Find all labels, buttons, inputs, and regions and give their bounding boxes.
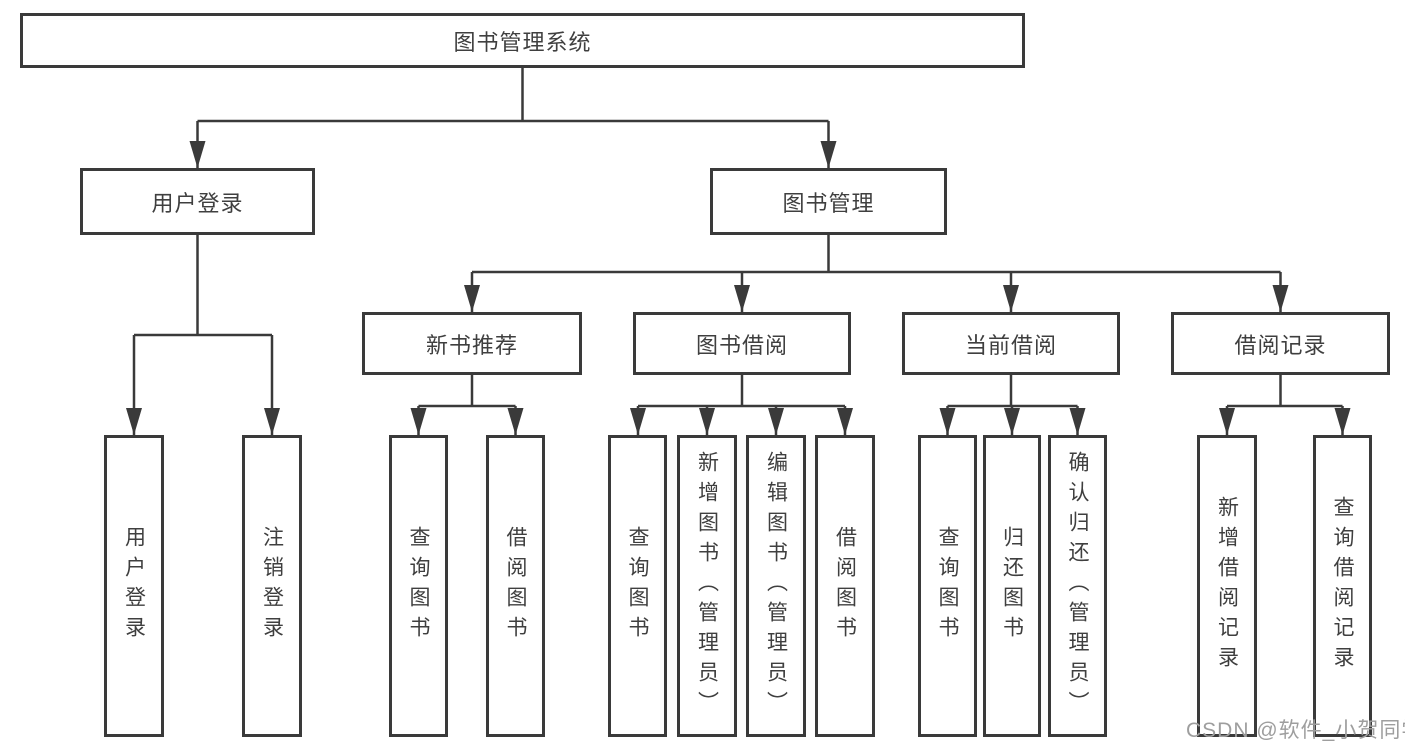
arrowhead-icon [264,408,280,435]
arrowhead-icon [126,408,142,435]
arrowhead-icon [939,408,956,435]
arrowhead-icon [768,408,784,435]
leaf-borrow-query-books-label: 查询图书 [626,526,649,646]
leaf-query-borrow-record-label: 查询借阅记录 [1331,496,1354,676]
arrowhead-icon [189,141,206,168]
leaf-recommend-query-books-label: 查询图书 [407,526,430,646]
node-current-borrow-label: 当前借阅 [964,332,1057,358]
arrowhead-icon [507,408,524,435]
leaf-add-borrow-record: 新增借阅记录 [1197,435,1257,737]
leaf-edit-books-admin-label: 编辑图书（管理员） [764,451,788,721]
leaf-borrow-query-books: 查询图书 [608,435,667,737]
leaf-confirm-return-admin: 确认归还（管理员） [1048,435,1107,737]
connector-lines [132,68,1344,435]
arrowhead-icon [1004,408,1020,435]
leaf-add-books-admin-label: 新增图书（管理员） [695,451,719,721]
leaf-query-borrow-record: 查询借阅记录 [1313,435,1372,737]
arrowheads [126,141,1351,435]
leaf-borrow-books-label: 借阅图书 [833,526,857,646]
leaf-current-query-books: 查询图书 [918,435,977,737]
node-new-book-recommend-label: 新书推荐 [425,332,518,358]
leaf-borrow-books: 借阅图书 [815,435,875,737]
node-new-book-recommend: 新书推荐 [362,312,582,375]
leaf-recommend-query-books: 查询图书 [389,435,448,737]
node-user-login: 用户登录 [80,168,315,235]
arrowhead-icon [410,408,427,435]
leaf-edit-books-admin: 编辑图书（管理员） [746,435,806,737]
arrowhead-icon [1272,285,1289,312]
arrowhead-icon [699,408,715,435]
leaf-current-query-books-label: 查询图书 [936,526,959,646]
node-borrow-records-label: 借阅记录 [1234,332,1327,358]
leaf-logout: 注销登录 [242,435,302,737]
leaf-user-login-label: 用户登录 [122,526,146,646]
node-root-label: 图书管理系统 [453,29,592,55]
arrowhead-icon [734,285,750,312]
leaf-recommend-borrow-books-label: 借阅图书 [504,526,527,646]
node-book-borrow-label: 图书借阅 [695,332,788,358]
node-current-borrow: 当前借阅 [902,312,1120,375]
arrowhead-icon [464,285,480,312]
node-root: 图书管理系统 [20,13,1025,68]
arrowhead-icon [837,408,853,435]
node-user-login-label: 用户登录 [151,190,244,216]
node-borrow-records: 借阅记录 [1171,312,1390,375]
leaf-confirm-return-admin-label: 确认归还（管理员） [1066,451,1089,721]
node-book-management-label: 图书管理 [782,190,875,216]
leaf-logout-label: 注销登录 [260,526,284,646]
leaf-add-borrow-record-label: 新增借阅记录 [1215,496,1239,676]
arrowhead-icon [630,408,646,435]
node-book-management: 图书管理 [710,168,947,235]
leaf-return-books: 归还图书 [983,435,1041,737]
arrowhead-icon [1003,285,1019,312]
leaf-recommend-borrow-books: 借阅图书 [486,435,545,737]
leaf-add-books-admin: 新增图书（管理员） [677,435,737,737]
leaf-user-login: 用户登录 [104,435,164,737]
arrowhead-icon [1069,408,1086,435]
arrowhead-icon [1334,408,1351,435]
leaf-return-books-label: 归还图书 [1000,526,1024,646]
csdn-watermark: CSDN @软件_小贺同学 [1186,719,1405,742]
node-book-borrow: 图书借阅 [633,312,851,375]
arrowhead-icon [820,141,837,168]
arrowhead-icon [1219,408,1235,435]
